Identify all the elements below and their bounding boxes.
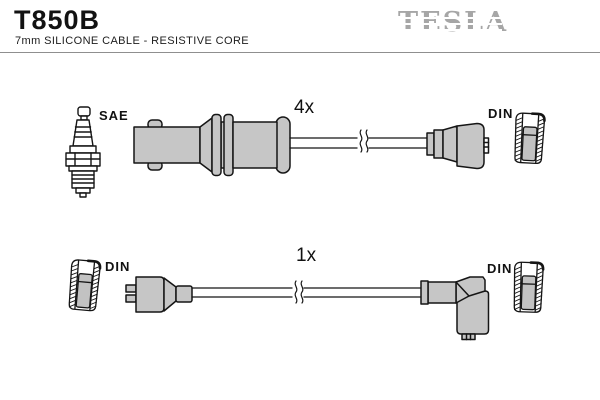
logo-stripe: [398, 29, 502, 31]
top-cable-quantity-label: 4x: [294, 97, 315, 118]
din-terminal-section-icon: [66, 258, 102, 313]
din-terminal-section-icon: [512, 111, 547, 166]
bottom-left-terminal-label: DIN: [105, 259, 131, 274]
straight-boot-din-icon: [426, 122, 490, 170]
straight-boot-sae-icon: [133, 113, 291, 177]
cable-spec-subtitle: 7mm SILICONE CABLE - RESISTIVE CORE: [15, 35, 250, 47]
elbow-boot-din-icon: [420, 276, 490, 341]
straight-boot-din-icon: [125, 276, 193, 313]
header-divider: [0, 52, 600, 53]
bottom-cable-wire: [191, 287, 422, 298]
tesla-logo: TESLA: [398, 8, 506, 38]
bottom-cable-quantity-label: 1x: [296, 245, 317, 266]
top-cable-wire: [289, 137, 428, 149]
din-terminal-section-icon: [511, 260, 545, 314]
tesla-logo-text: TESLA: [398, 8, 506, 38]
spark-plug-icon: [65, 106, 101, 198]
cable-break-icon: [294, 280, 304, 304]
cable-break-icon: [359, 129, 369, 153]
top-right-terminal-label: DIN: [488, 106, 514, 121]
logo-stripe: [398, 23, 502, 25]
logo-stripe: [398, 17, 502, 19]
sae-terminal-label: SAE: [99, 108, 129, 123]
bottom-right-terminal-label: DIN: [487, 261, 513, 276]
part-number: T850B: [14, 5, 101, 35]
